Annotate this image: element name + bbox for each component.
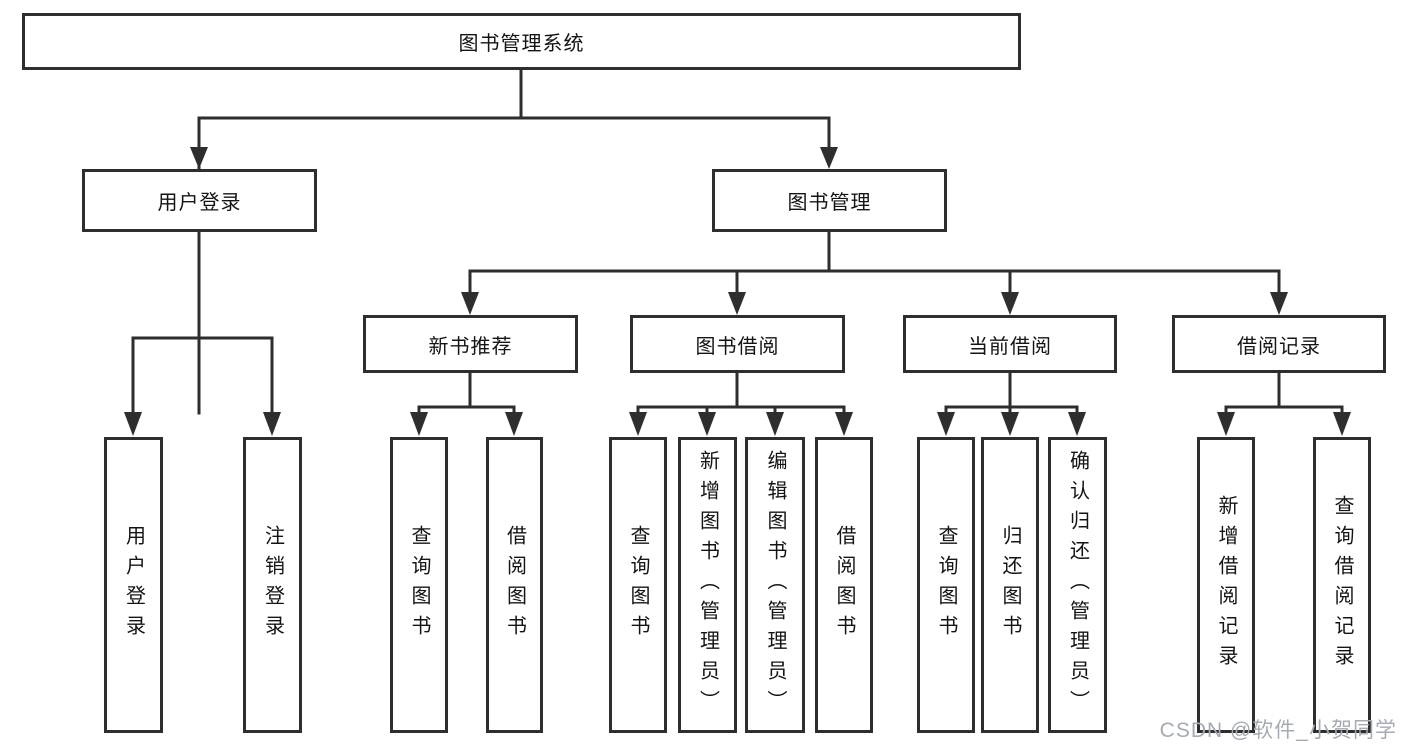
node-book-borrowing: 图书借阅 [630, 315, 845, 373]
arrowhead [766, 412, 784, 436]
node-root-system: 图书管理系统 [22, 13, 1021, 70]
node-label: 确认归还（管理员） [1066, 450, 1089, 720]
node-label: 新书推荐 [428, 335, 513, 358]
node-label: 查询图书 [627, 525, 649, 645]
node-label: 借阅图书 [503, 525, 526, 645]
node-new-book-recommend: 新书推荐 [363, 315, 578, 373]
wire-user-login [131, 230, 274, 416]
node-current-borrowing: 当前借阅 [903, 315, 1117, 373]
node-label: 归还图书 [999, 525, 1021, 645]
arrowhead [1217, 412, 1235, 436]
leaf-borrow-books: 借阅图书 [815, 437, 873, 733]
node-label: 查询图书 [408, 525, 430, 645]
arrowhead [410, 412, 428, 436]
leaf-query-books-borrowing: 查询图书 [609, 437, 667, 733]
csdn-watermark: CSDN @软件_小贺同学 [1159, 719, 1397, 742]
node-book-management-branch: 图书管理 [712, 169, 947, 232]
wire-current-borrow [944, 371, 1079, 416]
leaf-logout: 注销登录 [243, 437, 302, 733]
node-label: 注销登录 [261, 525, 284, 645]
node-user-login-branch: 用户登录 [82, 169, 317, 232]
arrowhead [461, 292, 479, 315]
node-label: 用户登录 [157, 192, 242, 214]
node-label: 图书管理系统 [458, 33, 585, 55]
arrowhead [820, 147, 838, 169]
leaf-return-books: 归还图书 [981, 437, 1039, 733]
node-label: 查询借阅记录 [1331, 495, 1353, 675]
node-label: 图书管理 [787, 192, 872, 214]
node-label: 编辑图书（管理员） [764, 450, 786, 720]
node-label: 新增图书（管理员） [696, 450, 719, 720]
leaf-borrow-books-recommend: 借阅图书 [486, 437, 543, 733]
leaf-query-borrow-record: 查询借阅记录 [1313, 437, 1371, 733]
leaf-edit-books-admin: 编辑图书（管理员） [745, 437, 805, 733]
node-label: 用户登录 [122, 525, 145, 645]
arrowhead [1001, 292, 1019, 315]
arrowhead [190, 147, 208, 169]
node-label: 借阅图书 [833, 525, 855, 645]
arrowhead [728, 292, 746, 315]
arrowhead [263, 412, 281, 436]
node-label: 查询图书 [935, 525, 957, 645]
leaf-add-books-admin: 新增图书（管理员） [678, 437, 737, 733]
arrowhead [937, 412, 955, 436]
arrowhead [835, 412, 853, 436]
arrowhead [629, 412, 647, 436]
wire-new-book [417, 371, 516, 416]
arrowhead [1333, 412, 1351, 436]
wire-root [197, 68, 831, 415]
leaf-query-books-current: 查询图书 [917, 437, 975, 733]
leaf-user-login: 用户登录 [104, 437, 163, 733]
arrowhead [505, 412, 523, 436]
wire-book-borrow [636, 371, 846, 416]
node-label: 新增借阅记录 [1215, 495, 1237, 675]
node-borrowing-records: 借阅记录 [1172, 315, 1386, 373]
node-label: 当前借阅 [968, 335, 1052, 358]
arrowhead [124, 412, 142, 436]
node-label: 借阅记录 [1237, 335, 1321, 358]
leaf-confirm-return-admin: 确认归还（管理员） [1048, 437, 1107, 733]
leaf-query-books-recommend: 查询图书 [390, 437, 448, 733]
arrowhead [1001, 412, 1019, 436]
leaf-add-borrow-record: 新增借阅记录 [1197, 437, 1255, 733]
arrowhead [1270, 292, 1288, 315]
arrowhead [698, 412, 716, 436]
arrowhead [1068, 412, 1086, 436]
wire-book-mgmt [468, 230, 1281, 296]
wire-borrow-records [1224, 371, 1344, 416]
node-label: 图书借阅 [695, 335, 780, 358]
